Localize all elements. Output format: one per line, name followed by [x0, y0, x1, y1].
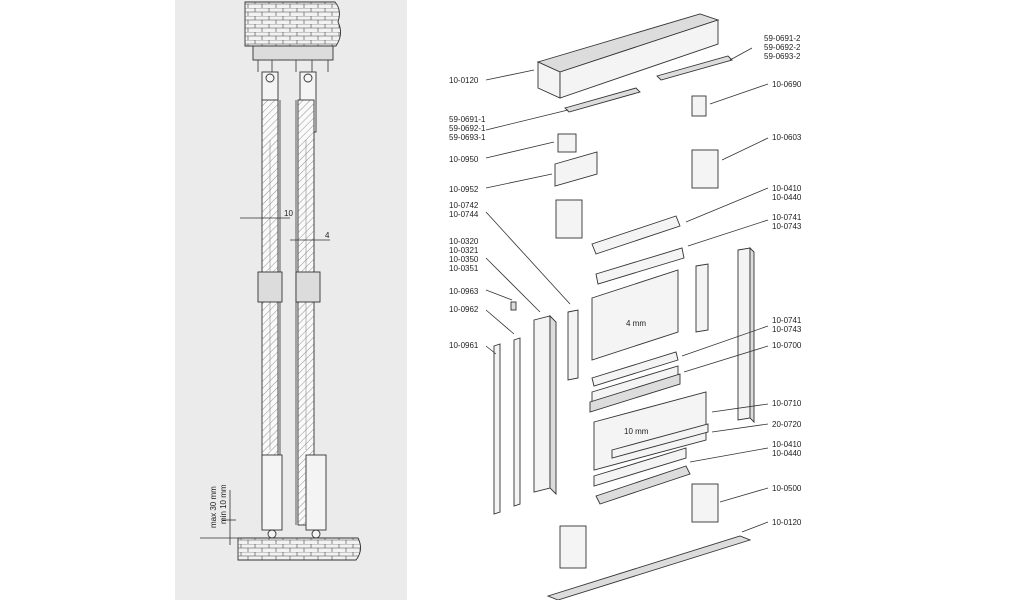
- ceiling-brick: [244, 1, 341, 47]
- label-10-0950: 10-0950: [449, 155, 479, 164]
- label-59-0691-1: 59-0691-1: [449, 115, 486, 124]
- right-middle-profile: [295, 271, 321, 303]
- label-59-0692-2: 59-0692-2: [764, 43, 801, 52]
- panel-4mm: [591, 269, 679, 361]
- part-10-0500: [691, 483, 719, 523]
- brake-strip-2: [656, 55, 733, 81]
- vertical-10-0962: [513, 337, 521, 507]
- part-10-0603-b: [555, 199, 583, 239]
- label-10-0320: 10-0320: [449, 237, 479, 246]
- label-59-0691-2: 59-0691-2: [764, 34, 801, 43]
- dim-min-label: min 10 mm: [219, 484, 228, 524]
- label-10-0743-b: 10-0743: [772, 325, 802, 334]
- label-10-0743-a: 10-0743: [772, 222, 802, 231]
- label-10-0120-top: 10-0120: [449, 76, 479, 85]
- part-labels: 10-0120 59-0691-1 59-0692-1 59-0693-1 10…: [449, 34, 802, 527]
- label-10-0690: 10-0690: [772, 80, 802, 89]
- part-10-0952: [554, 151, 598, 187]
- label-59-0693-2: 59-0693-2: [764, 52, 801, 61]
- part-10-0690: [691, 95, 707, 117]
- label-10-0961: 10-0961: [449, 341, 479, 350]
- vertical-10-0742: [567, 309, 579, 381]
- profile-20-0720: [611, 423, 709, 459]
- label-59-0692-1: 59-0692-1: [449, 124, 486, 133]
- label-10-0351: 10-0351: [449, 264, 479, 273]
- profile-10-0410-a: [591, 215, 681, 255]
- label-10-0410-b: 10-0410: [772, 440, 802, 449]
- label-10-0440-a: 10-0440: [772, 193, 802, 202]
- profile-10-0741-b: [591, 351, 679, 387]
- vertical-10-0320: [533, 315, 551, 493]
- brake-strip-1: [564, 87, 641, 113]
- right-bottom-roller: [305, 454, 327, 531]
- dim-glass-label: 4: [325, 231, 330, 240]
- part-10-0950: [557, 133, 577, 153]
- label-10-0603: 10-0603: [772, 133, 802, 142]
- left-middle-profile: [257, 271, 283, 303]
- label-10-0744: 10-0744: [449, 210, 479, 219]
- label-10-0741-b: 10-0741: [772, 316, 802, 325]
- label-10-0350: 10-0350: [449, 255, 479, 264]
- label-10-0120-bottom: 10-0120: [772, 518, 802, 527]
- part-10-0963: [510, 301, 517, 311]
- left-bottom-roller: [261, 454, 283, 531]
- floor-brick: [237, 537, 361, 561]
- label-20-0720: 20-0720: [772, 420, 802, 429]
- vertical-right-short: [695, 263, 709, 333]
- profile-10-0700-b: [589, 373, 681, 413]
- label-10-0500: 10-0500: [772, 484, 802, 493]
- panel-10mm-label: 10 mm: [624, 427, 649, 436]
- section-view: 10 4 max 30 mm min 10 mm: [175, 0, 407, 600]
- part-10-0603: [691, 149, 719, 189]
- panel-4mm-label: 4 mm: [626, 319, 646, 328]
- top-track-section: [252, 45, 334, 61]
- dim-gap-label: 10: [284, 209, 293, 218]
- label-10-0321: 10-0321: [449, 246, 479, 255]
- vertical-10-0961: [493, 343, 501, 515]
- leader-lines: [485, 47, 769, 533]
- label-10-0700: 10-0700: [772, 341, 802, 350]
- profile-10-0741-a: [595, 247, 685, 285]
- label-10-0952: 10-0952: [449, 185, 479, 194]
- label-10-0710: 10-0710: [772, 399, 802, 408]
- profile-10-0410-b: [593, 447, 687, 487]
- profile-bottom: [595, 465, 691, 505]
- section-background: [175, 0, 407, 600]
- bottom-track-part: [546, 535, 752, 600]
- label-59-0693-1: 59-0693-1: [449, 133, 486, 142]
- label-10-0742: 10-0742: [449, 201, 479, 210]
- label-10-0741-a: 10-0741: [772, 213, 802, 222]
- label-10-0963: 10-0963: [449, 287, 479, 296]
- dim-max-label: max 30 mm: [209, 486, 218, 528]
- label-10-0410-a: 10-0410: [772, 184, 802, 193]
- label-10-0962: 10-0962: [449, 305, 479, 314]
- part-10-0500-b: [559, 525, 587, 569]
- label-10-0440-b: 10-0440: [772, 449, 802, 458]
